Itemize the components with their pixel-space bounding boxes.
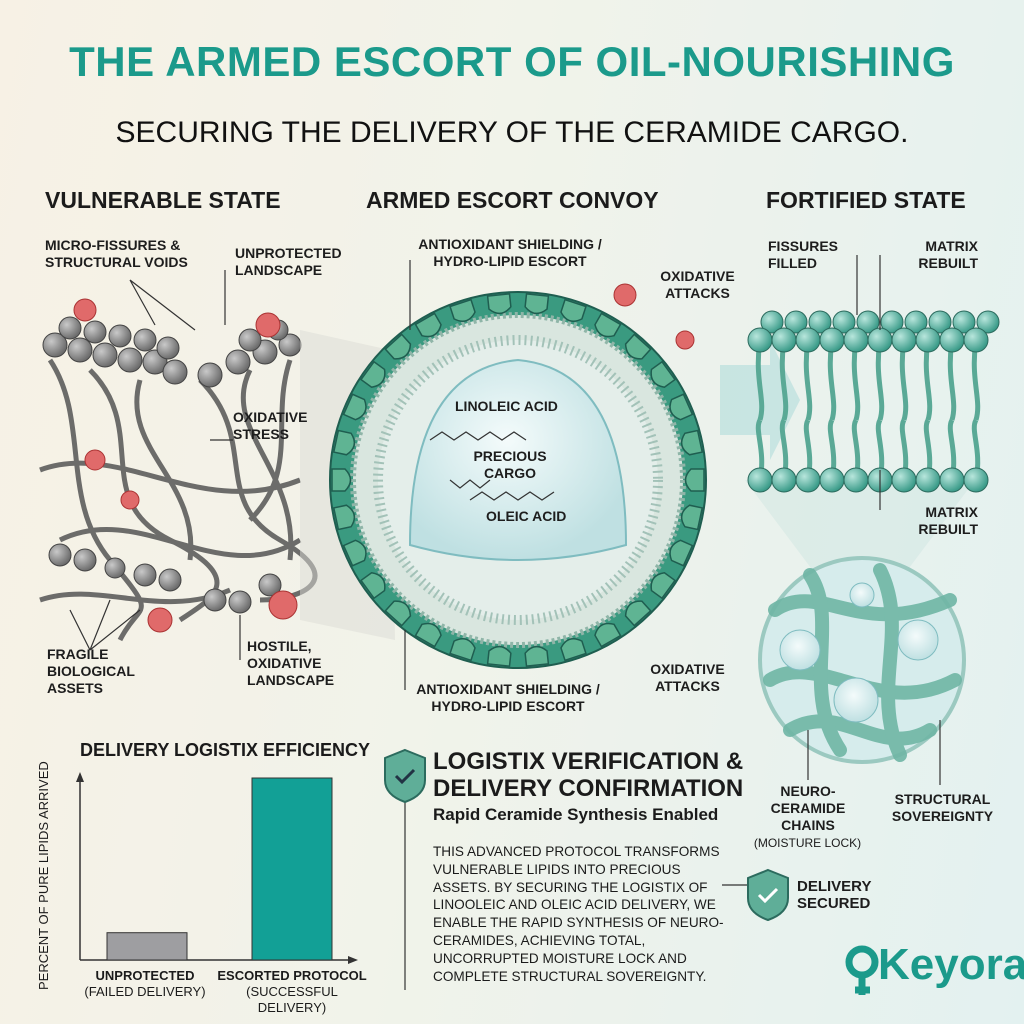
shield-plate [524, 645, 550, 667]
shield-plate [331, 468, 352, 492]
category-unprotected: UNPROTECTED(FAILED DELIVERY) [75, 968, 215, 1000]
vulnerable-lipid-matrix [39, 358, 318, 642]
free-radical-icons [73, 283, 695, 633]
shield-plate [342, 393, 367, 421]
lipid-head [904, 310, 928, 334]
brand-logo: Keyora [878, 940, 1024, 989]
category-note: (SUCCESSFUL DELIVERY) [246, 984, 338, 1015]
label-hostile-landscape: HOSTILE, OXIDATIVE LANDSCAPE [247, 638, 335, 688]
shield-plate [332, 429, 356, 456]
shield-plate [384, 600, 412, 627]
lipid-head [952, 310, 976, 334]
shield-plate [486, 293, 512, 315]
label-oxidative-attacks-bottom: OXIDATIVE ATTACKS [650, 661, 725, 694]
shield-plate [560, 638, 587, 662]
label-oxidative-attacks-top: OXIDATIVE ATTACKS [660, 268, 735, 301]
lipid-head [832, 310, 856, 334]
shield-check-icon [384, 748, 426, 804]
delivery-secured-badge: DELIVERY SECURED [797, 878, 872, 912]
label-fissures-filled: FISSURES FILLED [768, 238, 839, 271]
shield-plate [560, 298, 587, 322]
verification-body: THIS ADVANCED PROTOCOL TRANSFORMS VULNER… [433, 844, 724, 984]
lipid-head [856, 310, 880, 334]
heading-line: LOGISTIX VERIFICATION & [433, 748, 744, 775]
shield-plate [684, 468, 705, 492]
magnified-ceramide-chains [758, 556, 966, 764]
label-matrix-rebuilt-top: MATRIX REBUILT [918, 238, 978, 271]
shield-plate [414, 622, 442, 648]
verification-subheading: Rapid Ceramide Synthesis Enabled [433, 805, 719, 824]
shield-plate [669, 393, 694, 421]
shield-plate [680, 504, 704, 531]
lipid-head [928, 310, 952, 334]
lipid-head [963, 327, 989, 353]
delivery-secured-shield-icon [747, 868, 789, 922]
bar-1 [251, 777, 333, 961]
shield-plate [650, 360, 676, 389]
label-structural-sovereignty: STRUCTURAL SOVEREIGNTY [891, 791, 994, 824]
label-fragile-assets: FRAGILE BIOLOGICAL ASSETS [47, 646, 135, 696]
lipid-head [808, 310, 832, 334]
lipid-head [976, 310, 1000, 334]
label-linoleic-acid: LINOLEIC ACID [455, 398, 558, 414]
escort-convoy-particle [329, 291, 707, 669]
shield-plate [384, 333, 412, 360]
shield-plate [680, 429, 704, 456]
shield-plate [594, 312, 622, 338]
keyora-logo-icon [845, 945, 879, 995]
shield-plate [650, 571, 676, 600]
label-shielding-top: ANTIOXIDANT SHIELDING / HYDRO-LIPID ESCO… [418, 236, 602, 269]
shield-plate [524, 293, 550, 315]
chart-title: DELIVERY LOGISTIX EFFICIENCY [80, 740, 371, 760]
lipid-head [880, 310, 904, 334]
fortified-bilayer [747, 310, 1000, 493]
lipid-head [760, 310, 784, 334]
shield-plate [449, 298, 476, 322]
label-neuro-ceramide-chains: NEURO-CERAMIDE CHAINS [770, 783, 846, 833]
category-escorted: ESCORTED PROTOCOL(SUCCESSFUL DELIVERY) [212, 968, 372, 1016]
shield-plate [332, 504, 356, 531]
heading-line: DELIVERY CONFIRMATION [433, 775, 744, 802]
shield-plate [669, 539, 694, 567]
page-subtitle: SECURING THE DELIVERY OF THE CERAMIDE CA… [115, 116, 909, 149]
label-precious-cargo: PRECIOUS CARGO [473, 448, 547, 481]
shield-plate [624, 333, 652, 360]
section-fortified-state: FORTIFIED STATE [766, 187, 966, 213]
category-label: UNPROTECTED [95, 968, 195, 983]
vulnerable-spheres [42, 316, 302, 614]
label-oxidative-stress: OXIDATIVE STRESS [233, 409, 308, 442]
label-micro-fissures: MICRO-FISSURES & STRUCTURAL VOIDS [45, 237, 188, 270]
shield-plate [624, 600, 652, 627]
label-moisture-lock: (MOISTURE LOCK) [753, 836, 862, 850]
page-title: THE ARMED ESCORT OF OIL-NOURISHING [69, 38, 955, 85]
category-note: (FAILED DELIVERY) [84, 984, 206, 999]
shield-plate [594, 622, 622, 648]
label-matrix-rebuilt-bottom: MATRIX REBUILT [918, 504, 978, 537]
lipid-head [963, 467, 989, 493]
lipid-head [784, 310, 808, 334]
label-unprotected-landscape: UNPROTECTED LANDSCAPE [235, 245, 342, 278]
shield-plates [331, 293, 705, 667]
shield-plate [360, 360, 386, 389]
shield-plate [414, 312, 442, 338]
verification-heading: LOGISTIX VERIFICATION &DELIVERY CONFIRMA… [433, 748, 743, 802]
shield-plate [360, 571, 386, 600]
shield-plate [342, 539, 367, 567]
bar-0 [106, 932, 188, 961]
shield-plate [449, 638, 476, 662]
section-armed-escort: ARMED ESCORT CONVOY [366, 187, 659, 213]
shield-plate [486, 645, 512, 667]
label-shielding-bottom: ANTIOXIDANT SHIELDING / HYDRO-LIPID ESCO… [416, 681, 600, 714]
section-vulnerable-state: VULNERABLE STATE [45, 187, 281, 213]
label-oleic-acid: OLEIC ACID [486, 508, 567, 524]
category-label: ESCORTED PROTOCOL [217, 968, 367, 983]
